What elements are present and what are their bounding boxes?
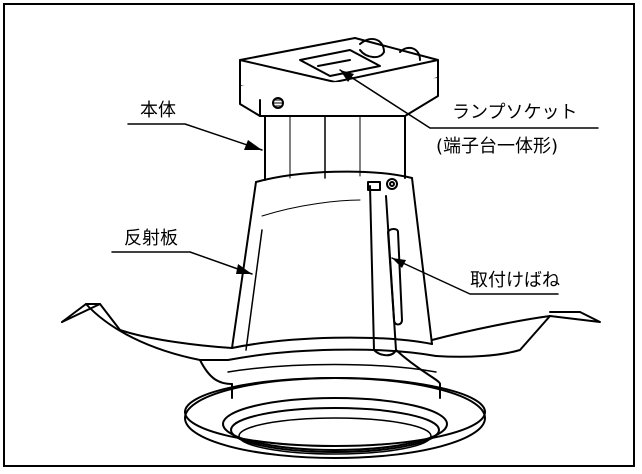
trim-ring-drawing xyxy=(184,363,486,459)
lamp-socket-drawing xyxy=(239,37,439,117)
label-terminal-type: (端子台一体形) xyxy=(436,136,558,157)
arrow-heads xyxy=(236,70,406,274)
body-cylinder-drawing xyxy=(264,115,406,181)
reflector-drawing xyxy=(227,170,437,361)
label-mounting-spring: 取付けばね xyxy=(470,270,560,291)
leader-lines xyxy=(111,69,599,295)
label-lamp-socket: ランプソケット xyxy=(452,102,577,123)
left-spring-arm-drawing xyxy=(61,303,233,385)
label-body: 本体 xyxy=(140,100,176,121)
mounting-spring-drawing xyxy=(367,178,601,385)
label-reflector: 反射板 xyxy=(124,228,178,249)
